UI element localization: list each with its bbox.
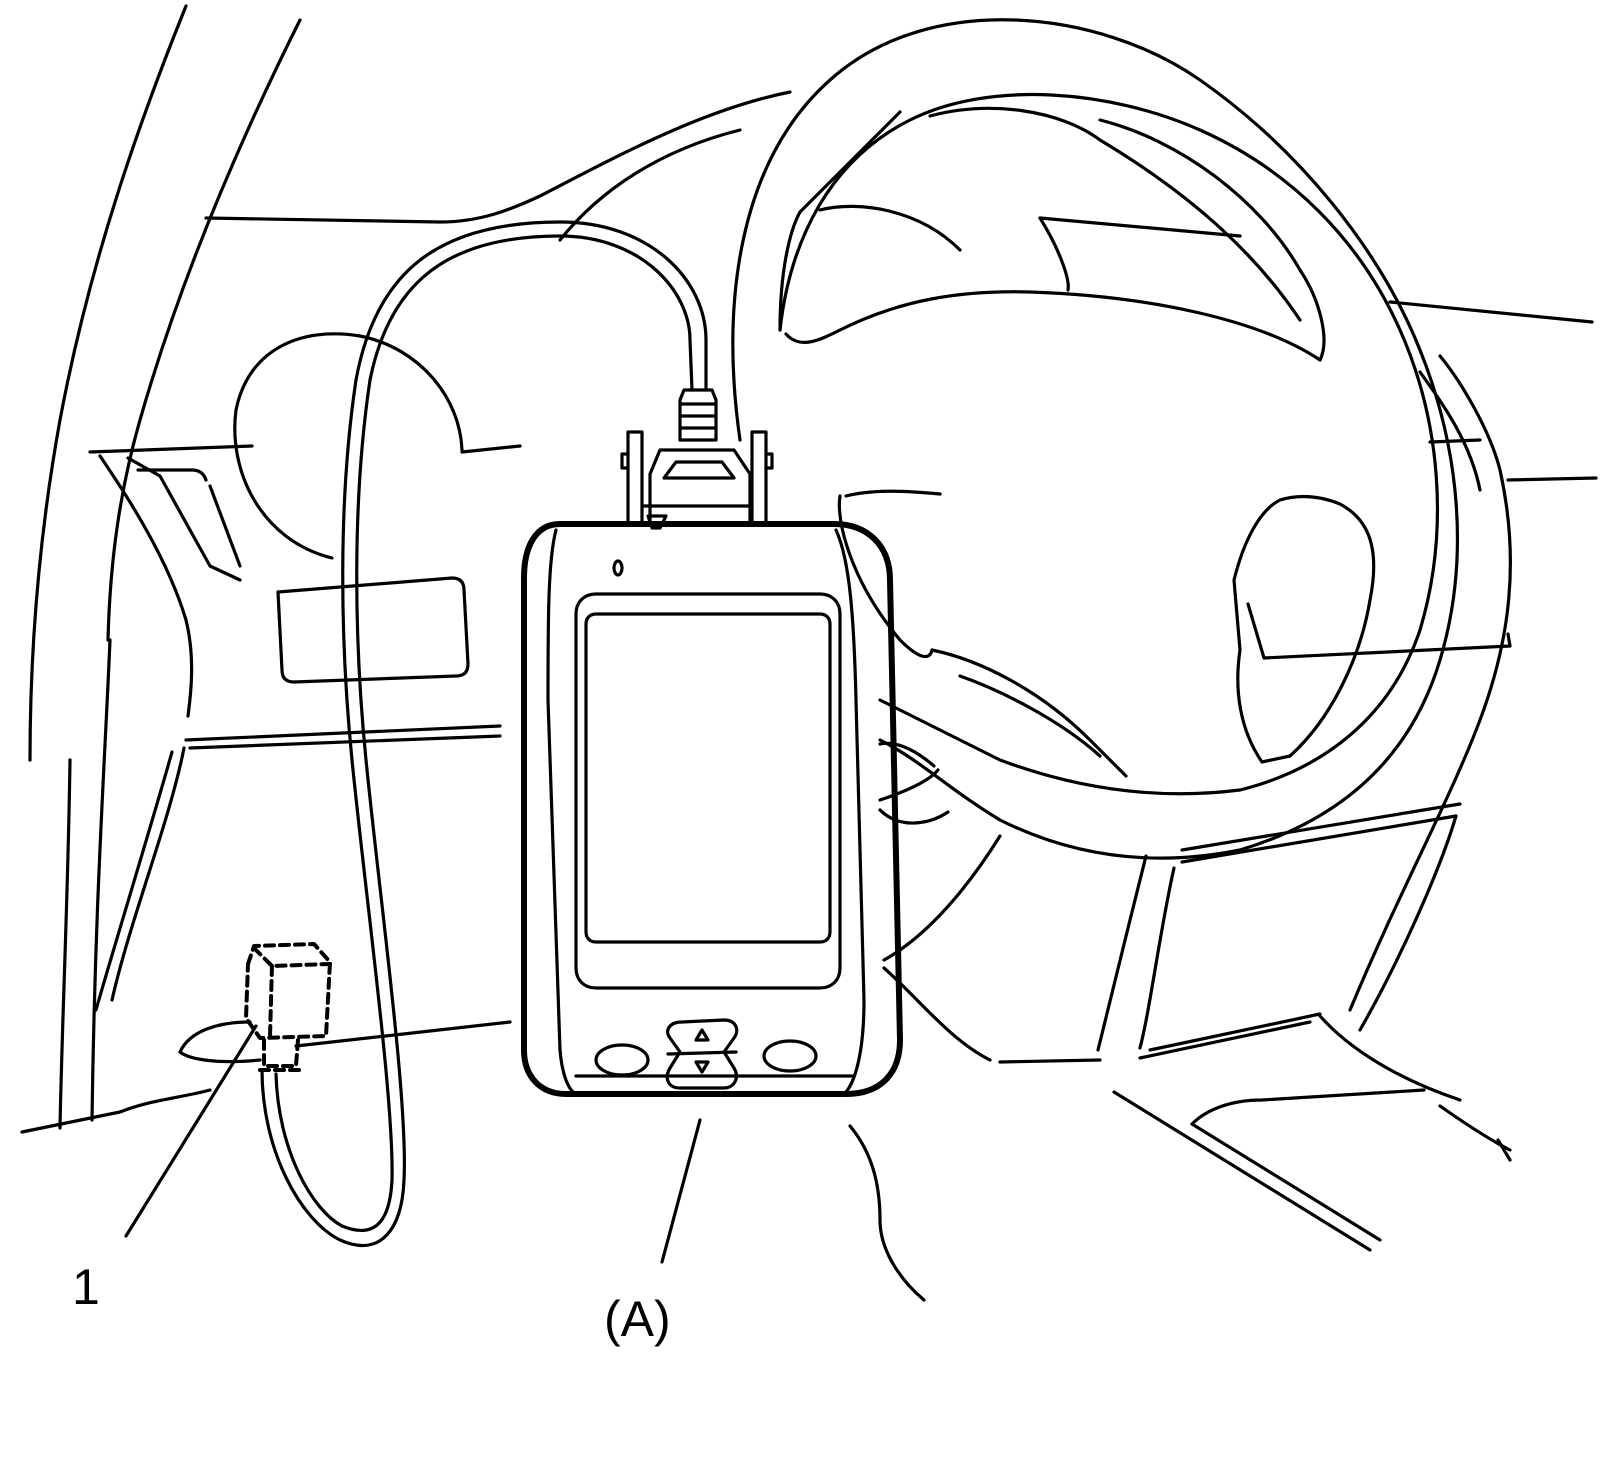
up-arrow-icon — [694, 1028, 710, 1042]
connector-callout-label: 1 — [72, 1259, 100, 1315]
scan-tool — [521, 388, 926, 1302]
left-soft-button — [594, 1043, 650, 1077]
right-dash-console — [1112, 354, 1513, 1252]
gauge-cluster — [233, 332, 522, 560]
screen — [584, 612, 832, 944]
left-dash-panel — [88, 444, 512, 1064]
right-soft-button — [762, 1039, 818, 1073]
switch-panel — [276, 576, 470, 684]
dlc-plug-strain-relief — [678, 388, 718, 442]
down-arrow-icon — [694, 1060, 710, 1074]
leader-lines — [124, 1024, 702, 1264]
steering-wheel — [731, 18, 1460, 860]
cable — [260, 220, 708, 1247]
scroll-button — [665, 1018, 739, 1090]
a-pillar — [20, 4, 302, 1134]
connector-block — [244, 942, 332, 1072]
scan-tool-callout-label: (A) — [604, 1291, 671, 1347]
